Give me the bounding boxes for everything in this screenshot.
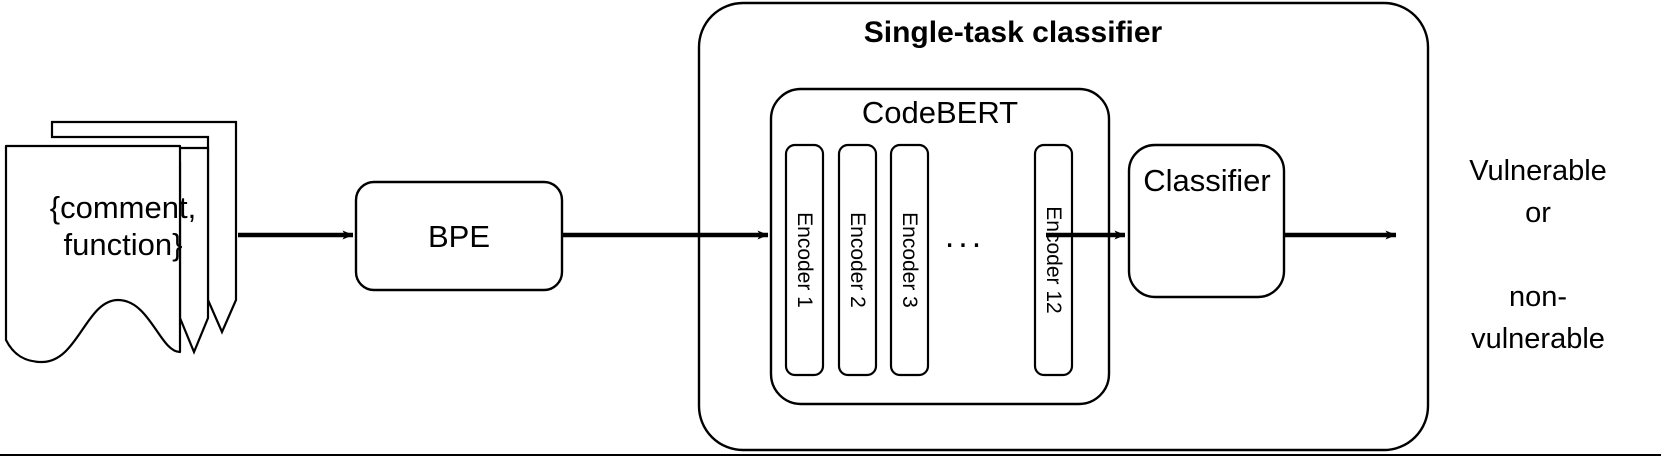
encoder-2: Encoder 2: [839, 145, 875, 375]
output-line-1: Vulnerable: [1469, 155, 1607, 187]
encoder-3: Encoder 3: [891, 145, 927, 375]
output-line-5: vulnerable: [1471, 323, 1605, 356]
encoder-1-label: Encoder 1: [793, 212, 816, 308]
output-line-2: or: [1525, 197, 1551, 230]
classifier-box: [1127, 143, 1286, 299]
encoder-box-2: [837, 143, 878, 377]
output-label: Vulnerable or non-vulnerable: [1428, 150, 1648, 360]
input-label-line2: function}: [63, 226, 183, 262]
single-task-classifier-box: [697, 1, 1430, 452]
input-label: {comment,function}: [8, 190, 238, 263]
document-sheet-front: [4, 144, 182, 364]
document-sheet-back: [50, 120, 238, 335]
encoder-box-3: [889, 143, 930, 377]
classifier-label: Classifier: [1143, 163, 1271, 198]
input-label-line1: {comment,: [49, 190, 197, 225]
encoder-12-label: Encoder 12: [1042, 206, 1065, 314]
bpe-box: [354, 180, 564, 292]
encoder-12: Encoder 12: [1035, 145, 1071, 375]
encoder-box-12: [1033, 143, 1074, 377]
encoder-ellipsis: ...: [944, 217, 986, 255]
encoder-box-1: [784, 143, 825, 377]
encoder-2-label: Encoder 2: [846, 212, 869, 308]
bpe-label: BPE: [427, 219, 491, 254]
output-line-4: non-: [1508, 281, 1568, 314]
encoder-1: Encoder 1: [786, 145, 822, 375]
codebert-label: CodeBERT: [861, 95, 1019, 130]
page-title: Single-task classifier: [863, 16, 1163, 49]
